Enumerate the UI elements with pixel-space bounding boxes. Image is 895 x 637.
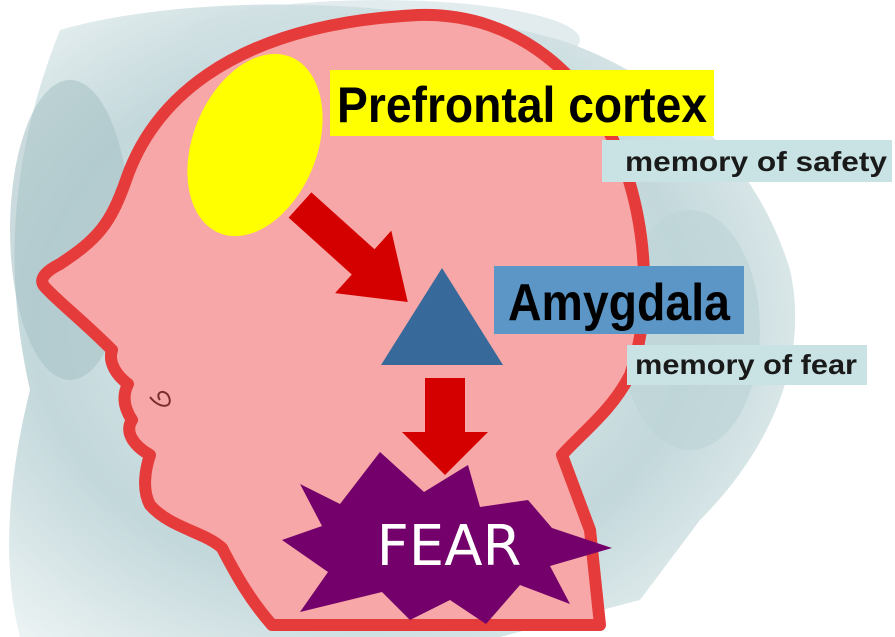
fear-label: FEAR: [377, 514, 522, 579]
prefrontal-cortex-label: Prefrontal cortex: [337, 77, 707, 133]
amygdala-sublabel: memory of fear: [635, 349, 857, 380]
prefrontal-sublabel: memory of safety: [625, 146, 887, 177]
amygdala-label: Amygdala: [508, 274, 731, 332]
